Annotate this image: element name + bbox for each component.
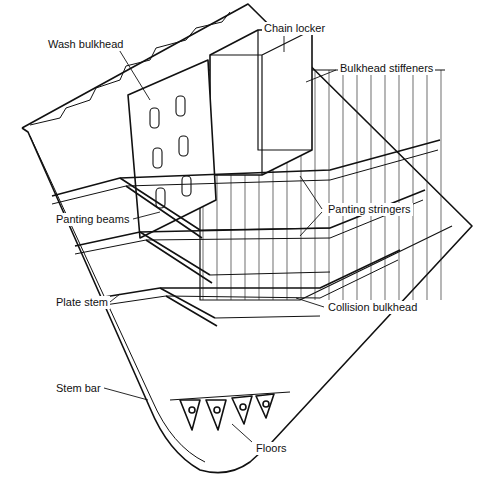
- part-label: Chain locker: [262, 22, 327, 35]
- part-label: Wash bulkhead: [46, 38, 125, 51]
- part-label: Floors: [254, 442, 289, 455]
- part-label: Plate stem: [54, 296, 110, 309]
- part-label: Collision bulkhead: [326, 301, 419, 314]
- part-label: Stem bar: [54, 382, 103, 395]
- part-label: Panting stringers: [326, 203, 413, 216]
- part-label: Panting beams: [54, 213, 131, 226]
- part-label: Bulkhead stiffeners: [338, 62, 435, 75]
